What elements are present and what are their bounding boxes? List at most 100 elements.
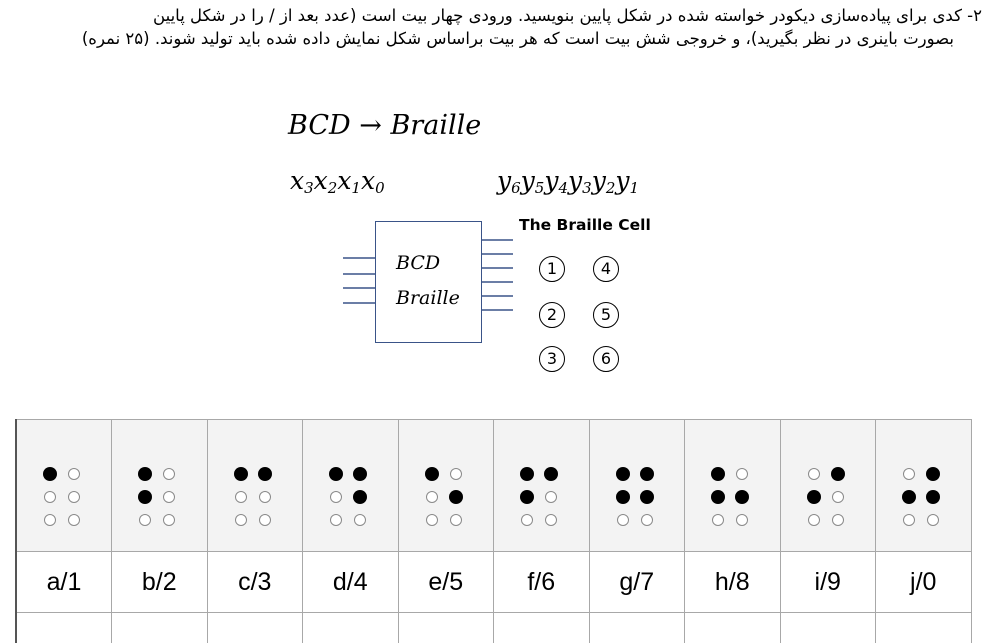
braille-pattern-cell	[684, 419, 781, 552]
braille-dot-grid	[590, 444, 685, 527]
braille-dot-empty	[545, 491, 557, 503]
output-bit-1: y1	[615, 166, 640, 197]
input-bit-base: x	[360, 166, 376, 195]
braille-dot-filled	[448, 490, 463, 504]
output-bit-base: y	[544, 166, 559, 195]
input-bit-3: x3	[290, 166, 314, 197]
braille-dot-empty	[831, 491, 844, 503]
output-bit-base: y	[568, 166, 583, 195]
braille-dot-empty	[425, 514, 438, 526]
output-bit-subscript: 5	[534, 178, 545, 197]
braille-pattern-cell	[302, 419, 399, 552]
braille-dot-empty	[163, 514, 175, 526]
braille-blank-cell	[684, 612, 781, 643]
braille-dot-empty	[139, 514, 151, 526]
braille-dot-filled	[639, 467, 654, 481]
input-bit-subscript: 0	[375, 178, 385, 197]
braille-blank-cell	[16, 612, 112, 643]
braille-label: b/2	[141, 568, 177, 596]
braille-dot-grid	[781, 444, 876, 527]
braille-label-cell: h/8	[684, 551, 781, 613]
braille-label: c/3	[238, 568, 272, 596]
decoder-diagram: BCD → Braille x3x2x1x0 y6y5y4y3y2y1 BCD …	[288, 110, 651, 372]
braille-blank-cell	[589, 612, 685, 643]
braille-dot-grid	[303, 444, 398, 527]
decoder-box-label-braille: Braille	[396, 287, 460, 309]
braille-label: e/5	[428, 568, 464, 596]
braille-dot-empty	[807, 468, 820, 480]
braille-pattern-cell	[16, 419, 112, 552]
braille-dot-grid	[876, 444, 971, 527]
braille-label-cell: i/9	[780, 551, 876, 613]
braille-dot-filled	[639, 490, 654, 504]
question-line-2: بصورت باینری در نظر بگیرید)، و خروجی شش …	[81, 29, 954, 48]
output-bit-subscript: 1	[629, 178, 640, 197]
braille-dot-empty	[640, 514, 653, 526]
braille-dot-empty	[330, 491, 342, 503]
braille-label-cell: b/2	[111, 551, 208, 613]
braille-dot-empty	[449, 514, 462, 526]
output-bit-base: y	[520, 166, 535, 195]
braille-dot-empty	[449, 468, 462, 480]
braille-dot-empty	[903, 514, 915, 526]
braille-dot-grid	[399, 444, 494, 527]
decoder-box-label-bcd: BCD	[396, 252, 441, 274]
output-bit-base: y	[497, 166, 512, 195]
title-from: BCD	[288, 110, 351, 141]
output-bit-2: y2	[592, 166, 616, 197]
braille-dot-empty	[68, 468, 80, 480]
output-bit-subscript: 4	[558, 178, 569, 197]
braille-dot-filled	[926, 490, 940, 504]
braille-dot-filled	[257, 467, 272, 481]
braille-cell-dot: 2	[539, 302, 565, 328]
output-bit-subscript: 2	[605, 178, 616, 197]
output-bit-subscript: 3	[582, 178, 592, 197]
braille-label: h/8	[714, 568, 750, 596]
braille-pattern-cell	[398, 419, 494, 552]
braille-dot-filled	[233, 467, 248, 481]
input-bit-2: x2	[313, 166, 338, 197]
braille-label-cell: d/4	[302, 551, 399, 613]
input-bit-1: x1	[337, 166, 361, 197]
braille-cell-title: The Braille Cell	[519, 216, 651, 234]
input-bit-base: x	[290, 166, 305, 195]
braille-blank-cell	[780, 612, 876, 643]
braille-dot-empty	[68, 514, 80, 526]
question-line-1: ۲- کدی برای پیاده‌سازی دیکودر خواسته شده…	[153, 6, 982, 25]
decoder-wires	[343, 239, 513, 311]
braille-dot-filled	[735, 490, 749, 504]
braille-label-cell: j/0	[875, 551, 972, 613]
input-bit-base: x	[313, 166, 328, 195]
braille-dots-row	[16, 419, 972, 552]
braille-pattern-cell	[111, 419, 208, 552]
braille-label-cell: a/1	[16, 551, 112, 613]
question-text: ۲- کدی برای پیاده‌سازی دیکودر خواسته شده…	[6, 4, 982, 50]
braille-label: i/9	[814, 568, 841, 596]
input-bit-subscript: 2	[327, 178, 338, 197]
output-bit-subscript: 6	[511, 178, 521, 197]
braille-blank-cell	[875, 612, 972, 643]
braille-dot-empty	[163, 468, 175, 480]
braille-dot-filled	[711, 490, 725, 504]
braille-dot-empty	[736, 514, 748, 526]
braille-label: a/1	[46, 568, 82, 596]
input-bit-subscript: 1	[351, 178, 361, 197]
braille-dot-filled	[711, 467, 725, 481]
braille-blank-cell	[111, 612, 208, 643]
braille-dot-filled	[424, 467, 439, 481]
braille-dot-filled	[353, 467, 367, 481]
braille-dot-filled	[615, 467, 630, 481]
braille-dot-grid	[208, 444, 303, 527]
braille-dot-filled	[544, 467, 558, 481]
decoder-box	[375, 221, 482, 343]
input-bit-subscript: 3	[304, 178, 314, 197]
braille-dot-filled	[520, 490, 534, 504]
braille-dot-empty	[545, 514, 557, 526]
braille-dot-empty	[354, 514, 366, 526]
braille-cell-dot: 1	[539, 256, 565, 282]
braille-pattern-cell	[493, 419, 590, 552]
braille-dot-filled	[806, 490, 821, 504]
braille-label-cell: e/5	[398, 551, 494, 613]
